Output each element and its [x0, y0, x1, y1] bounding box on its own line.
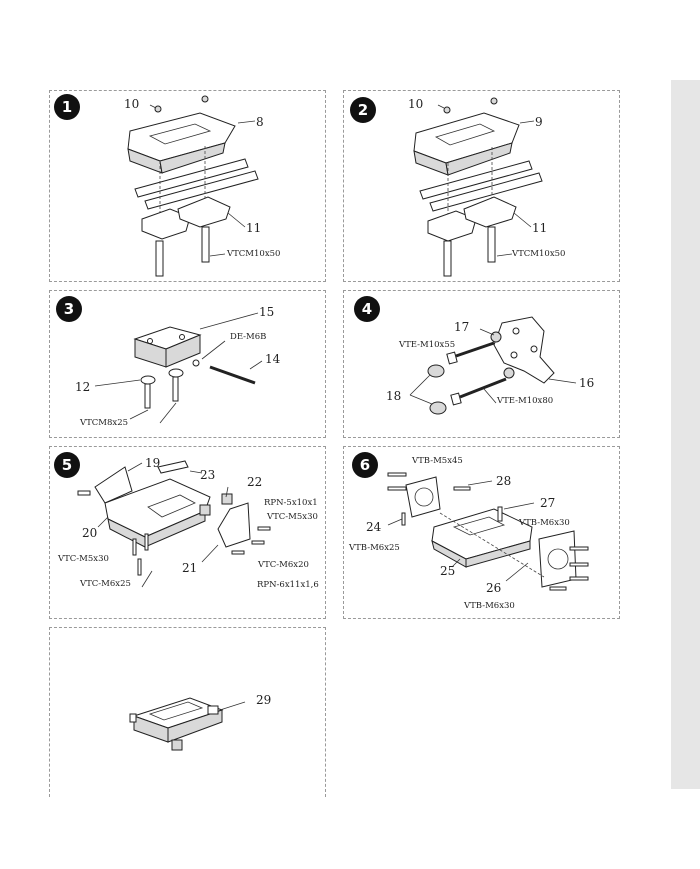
pin: [497, 506, 503, 522]
assembly-drawing-4: [409, 316, 577, 415]
part-label-vtc-m6x20: VTC-M6x20: [258, 560, 309, 570]
assembly-drawing-5: [77, 460, 271, 588]
callout-23: 23: [200, 468, 216, 482]
part-label-vtcm8x25: VTCM8x25: [80, 418, 129, 428]
assembly-panel-3: 3 15 DE-M6B 14 12 VTCM8x25: [49, 290, 326, 438]
callout-11: 11: [532, 221, 548, 235]
assembly-drawing-6: [387, 472, 589, 591]
callout-16: 16: [579, 376, 595, 390]
cap-upper: [427, 364, 445, 378]
callout-8: 8: [256, 115, 264, 129]
panel-number-badge: 2: [350, 97, 376, 123]
washer: [192, 359, 200, 367]
side-plate-left: [405, 476, 441, 518]
nut-bottom: [503, 367, 515, 379]
callout-28: 28: [496, 474, 512, 488]
part-label-bolt: VTCM10x50: [512, 249, 566, 259]
nut-top: [490, 331, 502, 343]
part-label-vtb-m6x25: VTB-M6x25: [349, 543, 400, 553]
clamp-right: [463, 196, 517, 228]
callout-9: 9: [535, 115, 543, 129]
nut-right: [168, 368, 184, 378]
side-plate-left: [94, 466, 133, 504]
assembly-panel-4: 4 17 VTE-M10x55 16 18 VTE-M10x80: [343, 290, 620, 438]
callout-24: 24: [366, 520, 382, 534]
part-label-rpn-5x10x1: RPN-5x10x1: [264, 498, 318, 508]
assembly-panel-2: 2 10 9 11 VTCM10x50: [343, 90, 620, 282]
callout-11: 11: [246, 221, 262, 235]
part-label-vtb-m6x30-right: VTB-M6x30: [519, 518, 570, 528]
part-label-vte-m10x80: VTE-M10x80: [497, 396, 554, 406]
callout-15: 15: [259, 305, 275, 319]
top-bar: [157, 460, 189, 474]
callout-25: 25: [440, 564, 456, 578]
mount-block: [413, 97, 520, 176]
callout-29: 29: [256, 693, 272, 707]
assembly-panel-5: 5 19 23 22 RPN-5x10x1 VTC-M5x30 20 VTC-M…: [49, 446, 326, 619]
part-label-vtb-m6x30-bottom: VTB-M6x30: [464, 601, 515, 611]
clamp-right: [177, 196, 231, 228]
page-side-strip: [671, 80, 700, 789]
assembly-panel-6: 6 VTB-M5x45 28 27 VTB-M6x30 24 VTB-M6x25…: [343, 446, 620, 619]
callout-20: 20: [82, 526, 98, 540]
callout-17: 17: [454, 320, 470, 334]
callout-10: 10: [408, 97, 424, 111]
panel-number-badge: 5: [54, 452, 80, 478]
assembly-panel-7: 29: [49, 627, 326, 797]
bolt-upper: [446, 341, 495, 365]
side-plate-right: [217, 502, 251, 548]
mount-block: [127, 95, 236, 174]
panel-number-badge: 6: [352, 452, 378, 478]
tubes: [134, 158, 259, 210]
part-label-vtc-m5x30-left: VTC-M5x30: [58, 554, 109, 564]
spacer-lower: [199, 504, 211, 516]
panel-number-badge: 3: [56, 296, 82, 322]
callout-26: 26: [486, 581, 502, 595]
nut-left: [140, 375, 156, 385]
part-label-vte-m10x55: VTE-M10x55: [399, 340, 456, 350]
part-label-vtb-m5x45: VTB-M5x45: [412, 456, 463, 466]
callout-10: 10: [124, 97, 140, 111]
callout-21: 21: [182, 561, 198, 575]
bolt-lower: [450, 377, 507, 406]
mounting-plate: [493, 316, 555, 384]
assembled-mount: [129, 697, 224, 751]
panel-number-badge: 4: [354, 296, 380, 322]
callout-19: 19: [145, 456, 161, 470]
clamp-left: [141, 208, 191, 240]
assembly-drawing-1: [127, 95, 259, 277]
adapter-block: [133, 326, 202, 368]
cap-lower: [429, 401, 447, 415]
bolts: [155, 226, 210, 277]
assembly-drawing-3: [94, 312, 263, 424]
part-label-vtc-m6x25: VTC-M6x25: [80, 579, 131, 589]
bolts: [443, 226, 496, 277]
part-label-de-m6b: DE-M6B: [230, 332, 267, 342]
assembly-panel-1: 1 10 8 11 VTCM10x50: [49, 90, 326, 282]
assembly-drawing-7: [129, 697, 246, 751]
callout-18: 18: [386, 389, 402, 403]
panel-number-badge: 1: [54, 94, 80, 120]
assembly-drawing-2: [413, 97, 543, 277]
part-label-bolt: VTCM10x50: [227, 249, 281, 259]
part-label-rpn-6x11x16: RPN-6x11x1,6: [257, 580, 319, 590]
callout-14: 14: [265, 352, 281, 366]
clamp-left: [427, 210, 477, 242]
spacer-upper: [221, 493, 233, 505]
callout-22: 22: [247, 475, 263, 489]
part-label-vtc-m5x30-right: VTC-M5x30: [267, 512, 318, 522]
callout-12: 12: [75, 380, 91, 394]
callout-27: 27: [540, 496, 556, 510]
